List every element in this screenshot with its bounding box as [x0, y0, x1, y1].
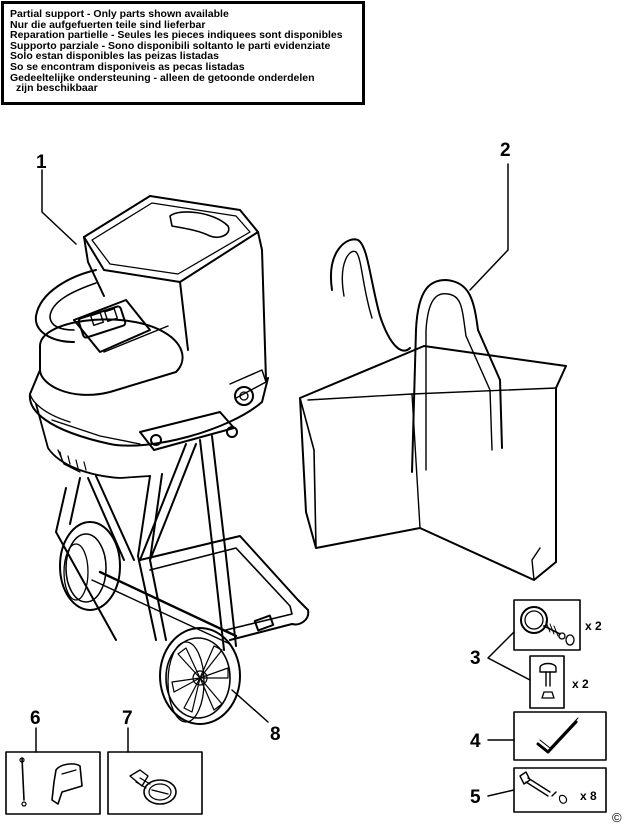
- callout-part-2: 2: [500, 140, 511, 161]
- callout-part-7: 7: [122, 708, 133, 729]
- callout-part-4: 4: [470, 731, 481, 752]
- notice-line-it: Supporto parziale - Sono disponibili sol…: [10, 39, 331, 52]
- quantity-part-3-upper: x 2: [585, 619, 602, 633]
- notice-line-pt: So se encontram disponiveis as pecas lis…: [10, 60, 245, 73]
- part4-hex-key: [513, 711, 607, 761]
- callout-part-5: 5: [470, 787, 481, 808]
- notice-line-nl: Gedeeltelijke ondersteuning - alleen de …: [10, 71, 315, 84]
- notice-line-nl-cont: zijn beschikbaar: [16, 82, 98, 95]
- copyright-mark: ©: [612, 810, 622, 825]
- callout-part-3: 3: [470, 648, 481, 669]
- collection-bag-drawing: [299, 163, 567, 581]
- part7-knob-bolt: [107, 751, 203, 815]
- callout-part-1: 1: [36, 152, 47, 173]
- quantity-part-3-lower: x 2: [572, 677, 589, 691]
- callout-part-6: 6: [30, 708, 41, 729]
- part3-kit-upper: [513, 599, 581, 651]
- partial-support-notice: Partial support - Only parts shown avail…: [1, 1, 365, 105]
- notice-line-de: Nur die aufgefuerten teile sind lieferba…: [10, 18, 206, 31]
- notice-line-fr: Reparation partielle - Seules les pieces…: [10, 29, 343, 42]
- quantity-part-5: x 8: [580, 789, 597, 803]
- notice-line-es: Solo estan disponibles las peizas listad…: [10, 50, 219, 63]
- part3-kit-lower: [529, 655, 565, 709]
- callout-part-8: 8: [270, 724, 281, 745]
- notice-line-en: Partial support - Only parts shown avail…: [10, 8, 229, 20]
- shredder-drawing: [28, 169, 310, 725]
- part6-clip-pin: [5, 751, 101, 815]
